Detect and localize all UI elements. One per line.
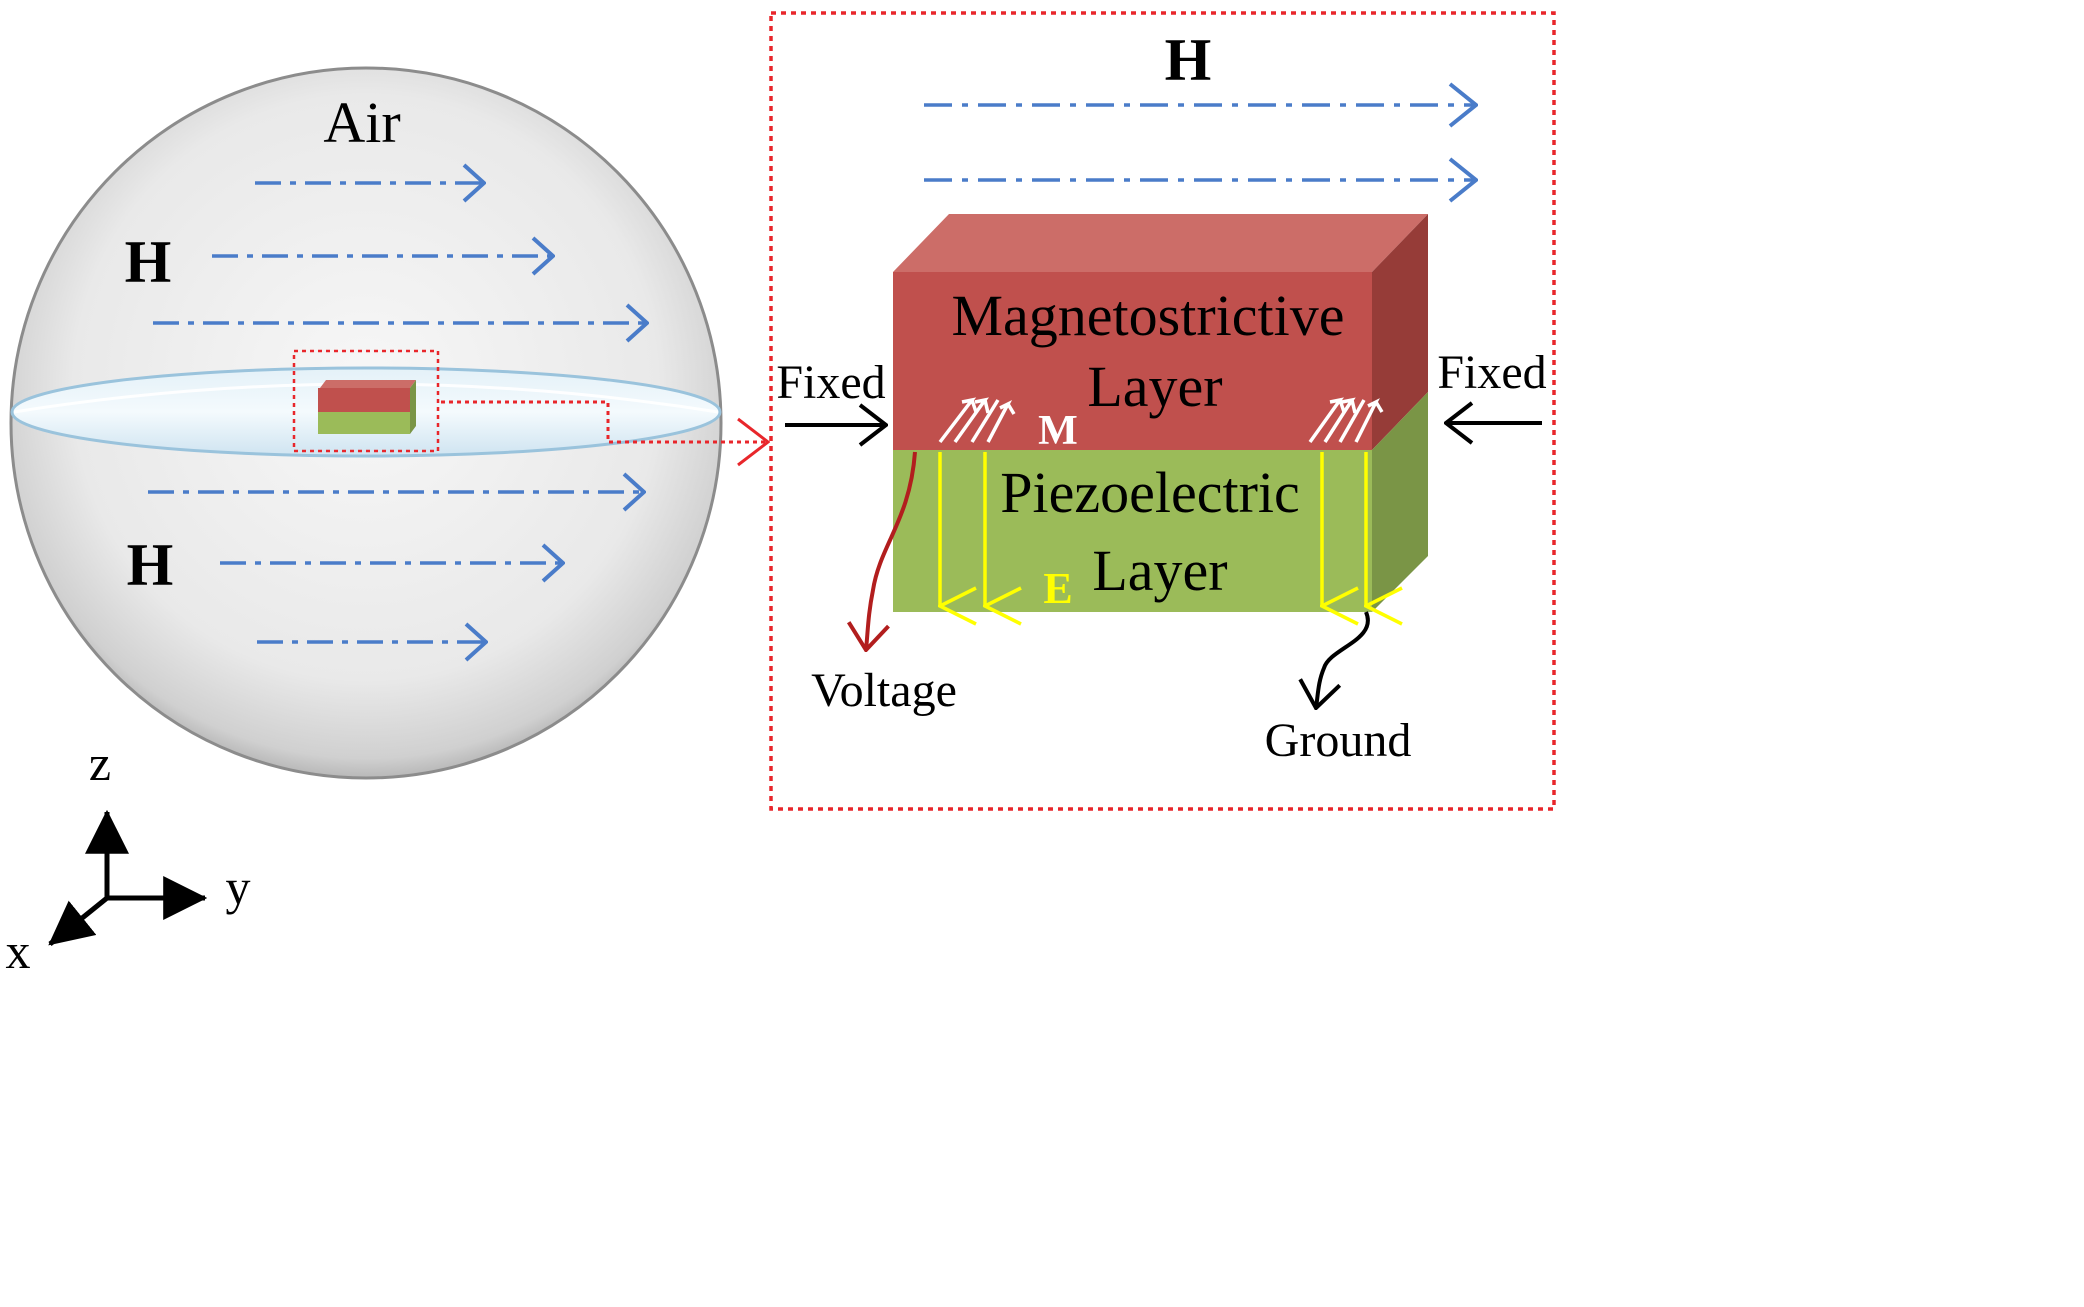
voltage-wire — [866, 451, 917, 650]
ground-label: Ground — [1265, 714, 1412, 767]
field-arrows-sphere — [148, 183, 647, 642]
small-magnetostrictive-block — [318, 388, 410, 412]
air-label: Air — [323, 90, 400, 155]
electric-field-arrows — [940, 452, 1366, 606]
zoom-connector — [441, 400, 768, 442]
small-specimen-top — [320, 380, 416, 388]
bilayer-block — [893, 214, 1428, 612]
field-label-upper: H — [125, 229, 172, 295]
magnetization-arrows-left — [938, 397, 1016, 444]
magnetization-arrow — [1338, 399, 1366, 443]
magnetization-arrow — [953, 397, 990, 444]
magnetization-arrows-right — [1308, 397, 1384, 444]
ground-wire — [1316, 611, 1370, 708]
coordinate-axes: z y x — [6, 735, 251, 979]
y-axis-label: y — [226, 859, 251, 915]
magnetostrictive-layer — [893, 272, 1372, 450]
piezoelectric-label-line2: Layer — [1092, 538, 1227, 603]
small-piezoelectric-block — [318, 412, 410, 434]
magnetization-arrow — [970, 399, 1000, 443]
detail-field-label: H — [1165, 27, 1212, 93]
magnetization-arrow — [1354, 398, 1384, 443]
zoom-box — [292, 349, 440, 453]
magnetostrictive-label-line1: Magnetostrictive — [951, 283, 1344, 348]
piezoelectric-side-face — [1372, 392, 1428, 612]
fixed-label-left: Fixed — [776, 356, 885, 409]
piezoelectric-label-line1: Piezoelectric — [1000, 460, 1300, 525]
magnetization-arrow — [1323, 397, 1357, 443]
magnetostrictive-side-face — [1372, 214, 1428, 450]
field-label-lower: H — [127, 532, 174, 598]
detail-frame — [769, 11, 1556, 811]
field-arrows-detail — [924, 105, 1476, 180]
magnetization-arrow — [986, 400, 1016, 443]
magnetization-arrow — [938, 397, 978, 444]
magnetostrictive-label-line2: Layer — [1087, 354, 1222, 419]
x-axis — [48, 896, 109, 946]
z-axis-label: z — [89, 735, 111, 791]
electric-field-label: E — [1043, 564, 1072, 613]
magnetostrictive-top-face — [893, 214, 1428, 272]
piezoelectric-layer — [893, 450, 1372, 612]
magnetization-arrow — [1308, 397, 1346, 444]
small-specimen — [318, 380, 416, 434]
small-specimen-side — [410, 380, 416, 434]
voltage-label: Voltage — [811, 664, 957, 717]
x-axis-label: x — [6, 923, 31, 979]
magnetization-label: M — [1038, 408, 1078, 454]
fixed-label-right: Fixed — [1437, 346, 1546, 399]
